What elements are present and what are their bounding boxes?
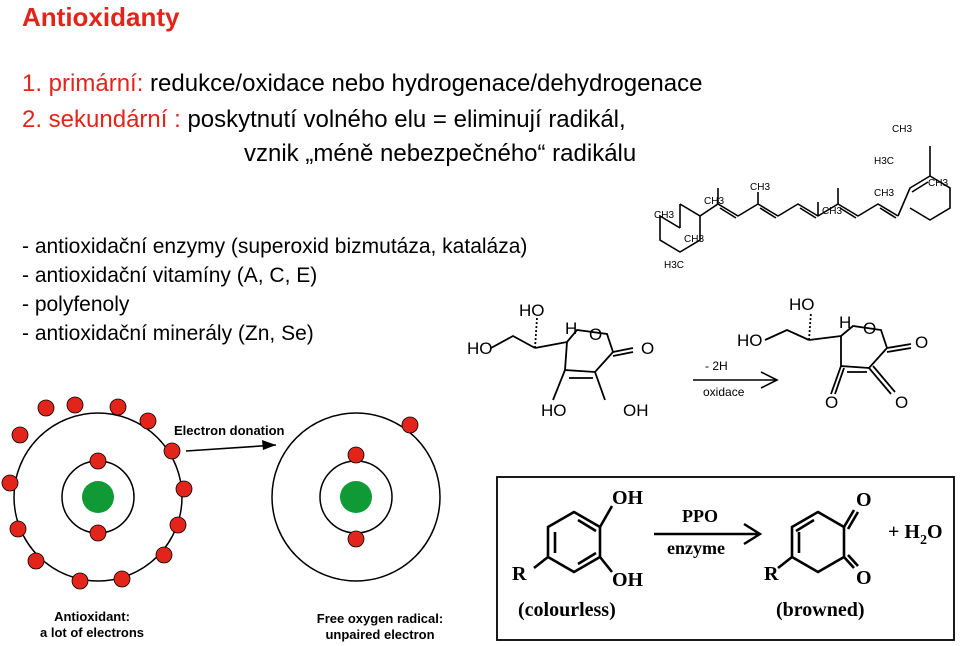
atom-label: OH bbox=[623, 401, 649, 420]
methyl-label: H3C bbox=[664, 260, 684, 271]
methyl-label: CH3 bbox=[822, 206, 842, 217]
electron bbox=[139, 412, 157, 430]
ascorbic-reaction: HO HO H O O HO OH - 2H oxidace HO HO H O… bbox=[467, 295, 928, 420]
quinone-ring bbox=[777, 509, 860, 574]
electron bbox=[27, 552, 45, 570]
electron bbox=[347, 530, 365, 548]
electron bbox=[347, 446, 365, 464]
secondary-text: poskytnutí volného elu = eliminují radik… bbox=[187, 106, 626, 133]
methyl-label: CH3 bbox=[892, 124, 912, 135]
arrow-label-bottom: oxidace bbox=[703, 385, 745, 399]
methyl-label: CH3 bbox=[928, 178, 948, 189]
electron bbox=[113, 570, 131, 588]
nucleus bbox=[82, 481, 114, 513]
hydroxyl-label: OH bbox=[612, 487, 644, 509]
antioxidant-caption-2: a lot of electrons bbox=[40, 625, 144, 640]
methyl-label: CH3 bbox=[750, 182, 770, 193]
donation-label: Electron donation bbox=[174, 423, 285, 438]
methyl-label: CH3 bbox=[704, 196, 724, 207]
ppo-label: PPO bbox=[682, 506, 718, 526]
list-item: - polyfenoly bbox=[22, 293, 130, 316]
atom-label: O bbox=[895, 393, 908, 412]
methyl-label: CH3 bbox=[654, 210, 674, 221]
atom-label: HO bbox=[789, 295, 815, 314]
list-item: - antioxidační vitamíny (A, C, E) bbox=[22, 264, 318, 287]
electron bbox=[169, 516, 187, 534]
primary-label: 1. primární: bbox=[22, 70, 144, 97]
atom-label: H bbox=[839, 313, 851, 332]
electron bbox=[89, 524, 107, 542]
carotene-bonds bbox=[659, 146, 951, 253]
carotene-structure: CH3 CH3 CH3 CH3 CH3 CH3 CH3 H3C CH3 H3C bbox=[654, 124, 951, 271]
donation-arrow-head bbox=[262, 440, 276, 450]
ascorbic-bonds-right bbox=[764, 311, 912, 395]
electron bbox=[155, 546, 173, 564]
electron bbox=[1, 474, 19, 492]
electron bbox=[175, 480, 193, 498]
radical-caption-1: Free oxygen radical: bbox=[317, 611, 443, 626]
electron bbox=[66, 396, 84, 414]
electrons-right bbox=[347, 416, 419, 548]
arrow-label-top: - 2H bbox=[705, 359, 728, 373]
electron-donation-diagram: Electron donation Antioxidant: a lot of … bbox=[1, 396, 443, 642]
carbonyl-label: O bbox=[856, 567, 872, 589]
atom-label: HO bbox=[467, 339, 493, 358]
primary-text: redukce/oxidace nebo hydrogenace/dehydro… bbox=[150, 70, 703, 97]
atom-label: O bbox=[863, 319, 876, 338]
atom-label: HO bbox=[519, 301, 545, 320]
list-item: - antioxidační minerály (Zn, Se) bbox=[22, 322, 314, 345]
electron bbox=[71, 572, 89, 590]
radical-caption-2: unpaired electron bbox=[325, 627, 434, 642]
secondary-label: 2. sekundární : bbox=[22, 106, 181, 133]
ppo-border bbox=[496, 476, 955, 641]
antioxidant-list: - antioxidační enzymy (superoxid bizmutá… bbox=[22, 232, 527, 348]
r-group-label: R bbox=[512, 563, 527, 585]
electron bbox=[163, 442, 181, 460]
electrons-left bbox=[1, 396, 193, 590]
atom-label: H bbox=[565, 319, 577, 338]
oxidation-arrow: - 2H oxidace bbox=[693, 359, 779, 399]
electron bbox=[109, 398, 127, 416]
catechol-ring bbox=[533, 505, 614, 574]
methyl-label: CH3 bbox=[684, 234, 704, 245]
electron bbox=[11, 426, 29, 444]
ascorbic-labels-left: HO HO H O O HO OH bbox=[467, 301, 654, 420]
antioxidant-caption-1: Antioxidant: bbox=[54, 609, 130, 624]
ppo-reaction-box: OH OH R PPO enzyme O O R + H2O (colourle… bbox=[496, 476, 955, 641]
carotene-labels: CH3 CH3 CH3 CH3 CH3 CH3 CH3 H3C CH3 H3C bbox=[654, 124, 948, 271]
page-title: Antioxidanty bbox=[22, 2, 180, 32]
atom-label: O bbox=[825, 393, 838, 412]
atom-label: O bbox=[641, 339, 654, 358]
methyl-label: H3C bbox=[874, 156, 894, 167]
donation-arrow-line bbox=[185, 444, 277, 452]
methyl-label: CH3 bbox=[874, 188, 894, 199]
primary-line: 1. primární: redukce/oxidace nebo hydrog… bbox=[22, 70, 702, 98]
ppo-arrow-head bbox=[743, 522, 763, 546]
r-group-label: R bbox=[764, 563, 779, 585]
outer-orbit bbox=[271, 412, 441, 582]
secondary-line: 2. sekundární : poskytnutí volného elu =… bbox=[22, 106, 626, 134]
water-label: + H2O bbox=[888, 521, 943, 548]
nucleus bbox=[340, 481, 372, 513]
caption-browned: (browned) bbox=[776, 599, 865, 621]
atom-label: O bbox=[589, 325, 602, 344]
carbonyl-label: O bbox=[856, 489, 872, 511]
electron bbox=[401, 416, 419, 434]
electron bbox=[37, 399, 55, 417]
electron bbox=[9, 520, 27, 538]
caption-colourless: (colourless) bbox=[518, 599, 616, 621]
atom-label: HO bbox=[737, 331, 763, 350]
ascorbic-bonds-left bbox=[490, 317, 634, 401]
atom-label: O bbox=[915, 333, 928, 352]
enzyme-label: enzyme bbox=[667, 538, 725, 558]
list-item: - antioxidační enzymy (superoxid bizmutá… bbox=[22, 235, 528, 258]
ascorbic-labels-right: HO HO H O O O O bbox=[737, 295, 928, 412]
electron bbox=[89, 452, 107, 470]
secondary-line-2: vznik „méně nebezpečného“ radikálu bbox=[244, 140, 637, 167]
atom-label: HO bbox=[541, 401, 567, 420]
hydroxyl-label: OH bbox=[612, 569, 644, 591]
